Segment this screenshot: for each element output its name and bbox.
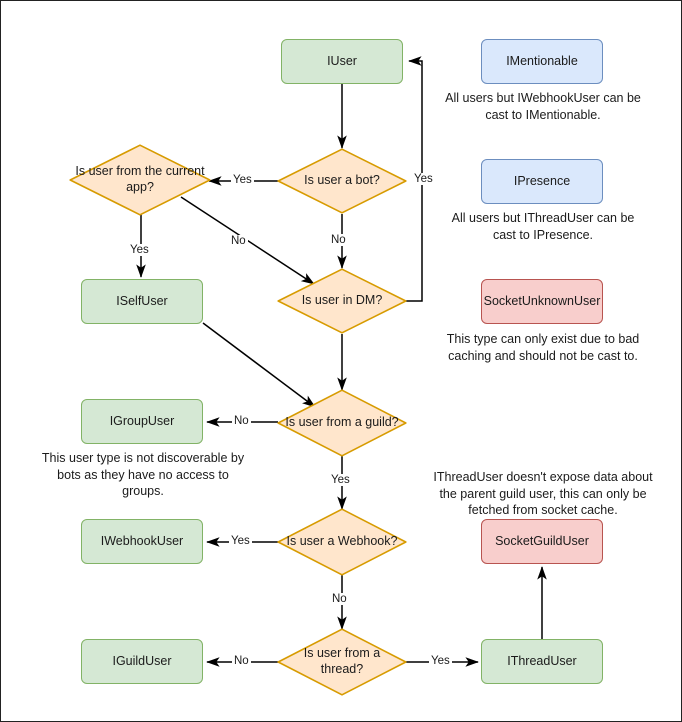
node-ipresence[interactable]: IPresence bbox=[481, 159, 603, 204]
edge-label-thread-no: No bbox=[232, 655, 251, 667]
diamond-shape bbox=[277, 628, 407, 696]
node-iuser-label: IUser bbox=[327, 53, 357, 68]
edge-label-guild-yes: Yes bbox=[329, 474, 352, 486]
decision-from-guild[interactable]: Is user from a guild? bbox=[277, 389, 407, 457]
decision-from-thread[interactable]: Is user from a thread? bbox=[277, 628, 407, 696]
node-iselfuser[interactable]: ISelfUser bbox=[81, 279, 203, 324]
node-iguilduser-label: IGuildUser bbox=[112, 653, 172, 668]
decision-is-user-in-dm-label: Is user in DM? bbox=[301, 293, 383, 308]
diamond-shape bbox=[277, 389, 407, 457]
node-socketguilduser[interactable]: SocketGuildUser bbox=[481, 519, 603, 564]
node-igroupuser-label: IGroupUser bbox=[109, 413, 175, 428]
note-imentionable: All users but IWebhookUser can be cast t… bbox=[445, 91, 641, 122]
decision-is-user-a-bot-label: Is user a bot? bbox=[304, 173, 380, 188]
note-ipresence: All users but IThreadUser can be cast to… bbox=[451, 211, 635, 242]
edge-label-bot-no: No bbox=[329, 234, 348, 246]
decision-from-thread-label: Is user from a thread? bbox=[303, 646, 381, 676]
decision-is-user-a-bot[interactable]: Is user a bot? bbox=[277, 148, 407, 214]
decision-from-current-app[interactable]: Is user from the current app? bbox=[69, 144, 211, 216]
diamond-shape bbox=[277, 148, 407, 214]
note-igroupuser: This user type is not discoverable by bo… bbox=[41, 451, 245, 498]
node-iwebhookuser-label: IWebhookUser bbox=[100, 533, 184, 548]
note-socketunknownuser: This type can only exist due to bad cach… bbox=[446, 332, 640, 363]
node-iuser[interactable]: IUser bbox=[281, 39, 403, 84]
edge-label-thread-yes: Yes bbox=[429, 655, 452, 667]
node-socketguilduser-label: SocketGuildUser bbox=[495, 533, 589, 548]
edge-label-guild-no: No bbox=[232, 415, 251, 427]
decision-is-webhook[interactable]: Is user a Webhook? bbox=[277, 508, 407, 576]
node-socketunknownuser-label: SocketUnknownUser bbox=[483, 293, 601, 308]
decision-from-current-app-label: Is user from the current app? bbox=[75, 164, 205, 194]
node-imentionable-label: IMentionable bbox=[506, 53, 578, 68]
diamond-shape bbox=[277, 508, 407, 576]
node-igroupuser[interactable]: IGroupUser bbox=[81, 399, 203, 444]
node-iguilduser[interactable]: IGuildUser bbox=[81, 639, 203, 684]
node-ipresence-label: IPresence bbox=[513, 173, 571, 188]
diamond-shape bbox=[69, 144, 211, 216]
decision-from-guild-label: Is user from a guild? bbox=[285, 415, 399, 430]
node-ithreaduser-label: IThreadUser bbox=[507, 653, 577, 668]
decision-is-user-in-dm[interactable]: Is user in DM? bbox=[277, 268, 407, 334]
node-ithreaduser[interactable]: IThreadUser bbox=[481, 639, 603, 684]
edge-label-webhook-yes: Yes bbox=[229, 535, 252, 547]
edge-label-app-yes: Yes bbox=[128, 244, 151, 256]
edge-label-webhook-no: No bbox=[330, 593, 349, 605]
decision-is-webhook-label: Is user a Webhook? bbox=[286, 534, 398, 549]
diamond-shape bbox=[277, 268, 407, 334]
node-imentionable[interactable]: IMentionable bbox=[481, 39, 603, 84]
node-iselfuser-label: ISelfUser bbox=[116, 293, 168, 308]
note-ithreaduser: IThreadUser doesn't expose data about th… bbox=[433, 470, 653, 517]
edge-label-app-no: No bbox=[229, 235, 248, 247]
edge-label-dm-yes: Yes bbox=[412, 173, 435, 185]
node-socketunknownuser[interactable]: SocketUnknownUser bbox=[481, 279, 603, 324]
node-iwebhookuser[interactable]: IWebhookUser bbox=[81, 519, 203, 564]
edge-label-bot-yes: Yes bbox=[231, 174, 254, 186]
